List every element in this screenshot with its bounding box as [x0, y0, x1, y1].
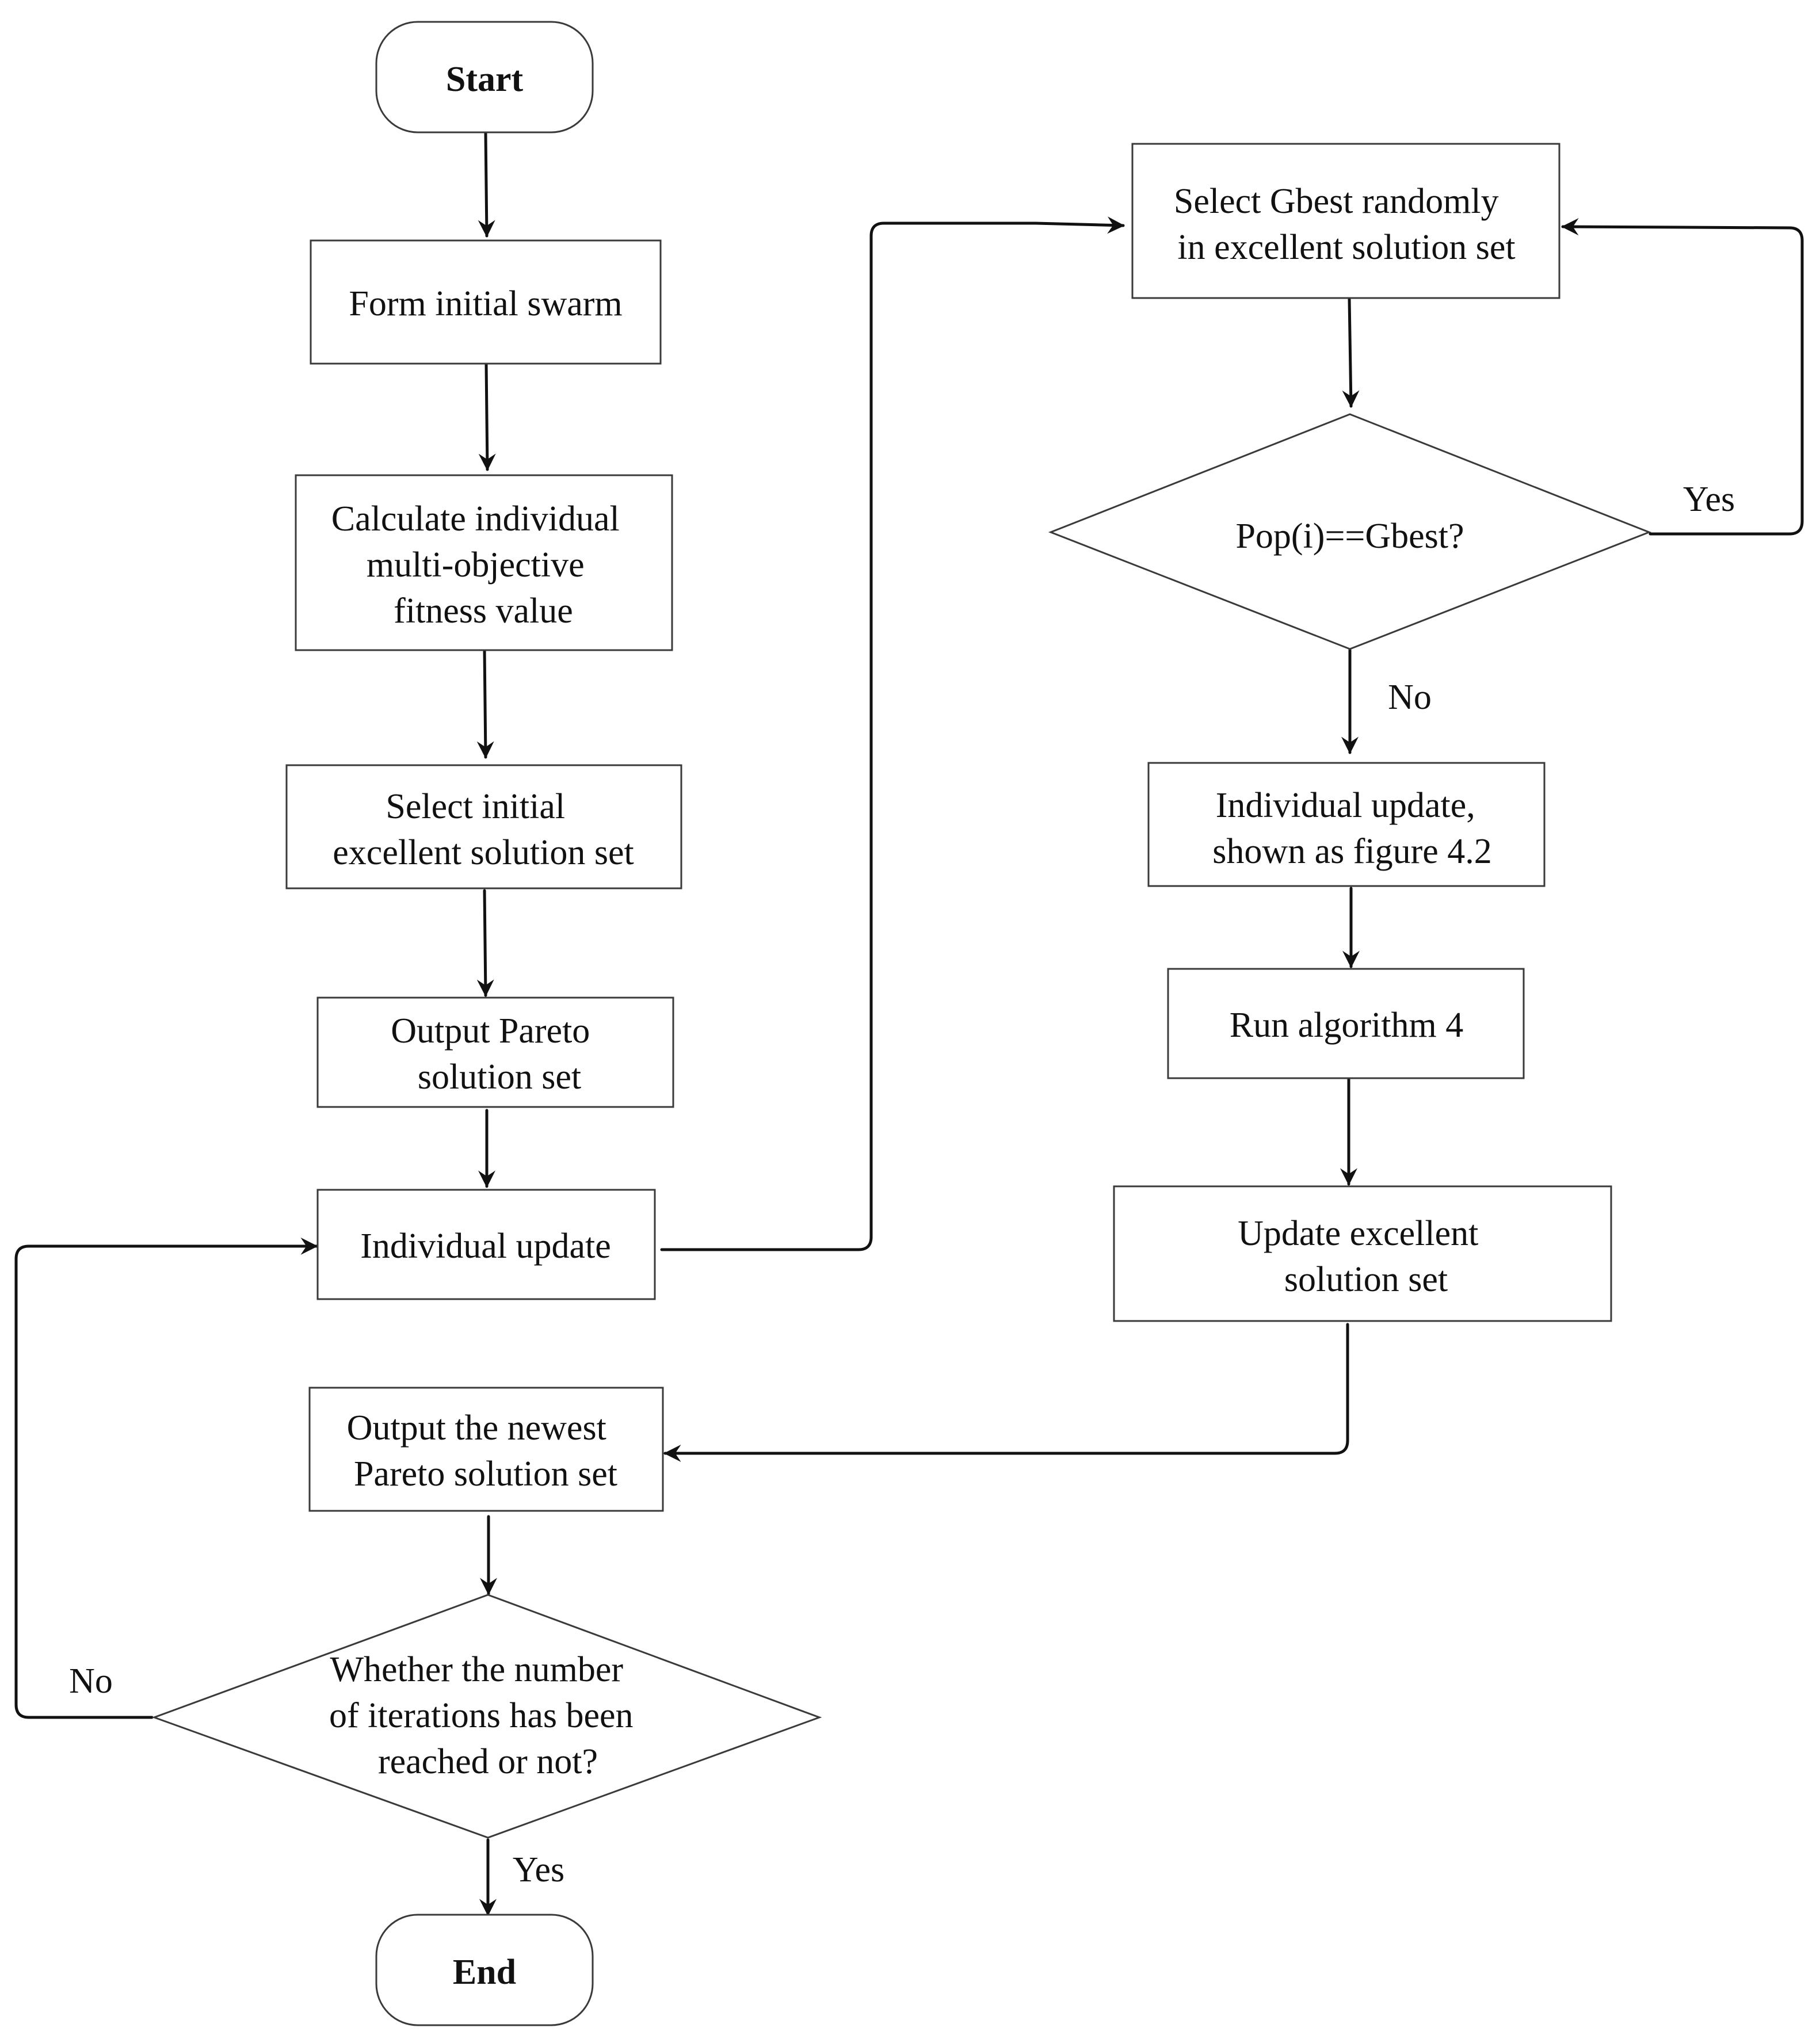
edge-individual-update-to-select-gbest [660, 216, 1125, 1251]
end-label: End [453, 1953, 516, 1992]
individual-update-fig-box: Individual update, shown as figure 4.2 [1147, 762, 1546, 887]
whether-iterations-line-2: of iterations has been [329, 1696, 634, 1735]
calc-fitness-line-3: fitness value [394, 591, 573, 631]
output-pareto-box: Output Pareto solution set [316, 996, 674, 1108]
edge-form-swarm-to-calc-fitness [478, 362, 496, 471]
pop-yes-label: Yes [1683, 480, 1735, 519]
whether-iterations-line-3: reached or not? [378, 1742, 598, 1781]
calc-fitness-line-1: Calculate individual [331, 499, 620, 539]
iter-yes-label: Yes [513, 1850, 564, 1889]
form-swarm-box: Form initial swarm [310, 239, 662, 365]
calc-fitness-label: Calculate individual multi-objective fit… [331, 499, 629, 631]
output-newest-label: Output the newest Pareto solution set [347, 1408, 617, 1494]
update-excellent-line-2: solution set [1284, 1260, 1448, 1299]
update-excellent-line-1: Update excellent [1238, 1214, 1478, 1253]
output-pareto-line-1: Output Pareto [391, 1011, 590, 1051]
individual-update-fig-line-1: Individual update, [1216, 786, 1475, 825]
run-algorithm-box: Run algorithm 4 [1167, 968, 1525, 1079]
edge-select-initial-to-output-pareto [476, 889, 494, 997]
select-initial-box: Select initial excellent solution set [285, 764, 682, 889]
edge-select-gbest-to-pop-gbest [1342, 297, 1360, 408]
output-pareto-line-2: solution set [418, 1057, 581, 1097]
output-pareto-label: Output Pareto solution set [391, 1011, 599, 1097]
edge-pop-yes-loop [1561, 218, 1804, 536]
pop-gbest-diamond: Pop(i)==Gbest? [1048, 413, 1652, 650]
end-node: End [375, 1914, 594, 2026]
whether-iterations-line-1: Whether the number [330, 1650, 623, 1689]
run-algorithm-label: Run algorithm 4 [1230, 1006, 1463, 1045]
individual-update-fig-label: Individual update, shown as figure 4.2 [1212, 786, 1492, 871]
whether-iterations-diamond: Whether the number of iterations has bee… [151, 1594, 822, 1839]
select-gbest-box: Select Gbest randomly in excellent solut… [1131, 143, 1560, 299]
edges [14, 132, 1804, 1916]
select-gbest-line-2: in excellent solution set [1177, 228, 1515, 267]
whether-iterations-label: Whether the number of iterations has bee… [329, 1650, 642, 1781]
individual-update-label: Individual update [360, 1227, 611, 1266]
edge-update-excellent-to-output-newest [663, 1323, 1349, 1462]
update-excellent-label: Update excellent solution set [1238, 1214, 1487, 1299]
select-gbest-line-1: Select Gbest randomly [1174, 182, 1499, 221]
select-initial-line-1: Select initial [386, 787, 565, 826]
output-newest-line-2: Pareto solution set [354, 1454, 617, 1494]
form-swarm-label: Form initial swarm [349, 284, 622, 323]
start-node: Start [375, 21, 594, 133]
pop-gbest-label: Pop(i)==Gbest? [1235, 517, 1464, 556]
select-initial-label: Select initial excellent solution set [333, 787, 634, 872]
output-newest-box: Output the newest Pareto solution set [308, 1387, 664, 1512]
individual-update-box: Individual update [316, 1189, 656, 1300]
select-gbest-label: Select Gbest randomly in excellent solut… [1174, 182, 1516, 267]
edge-iter-no-loop [14, 1238, 318, 1719]
pop-no-label: No [1388, 678, 1432, 717]
iter-no-label: No [69, 1662, 113, 1701]
update-excellent-box: Update excellent solution set [1113, 1185, 1612, 1322]
edge-start-to-form-swarm [478, 132, 495, 238]
calc-fitness-box: Calculate individual multi-objective fit… [295, 474, 673, 651]
select-initial-line-2: excellent solution set [333, 833, 634, 872]
calc-fitness-line-2: multi-objective [367, 545, 585, 585]
edge-calc-fitness-to-select-initial [476, 648, 494, 759]
start-label: Start [446, 60, 524, 99]
output-newest-line-1: Output the newest [347, 1408, 606, 1448]
individual-update-fig-line-2: shown as figure 4.2 [1212, 832, 1492, 871]
